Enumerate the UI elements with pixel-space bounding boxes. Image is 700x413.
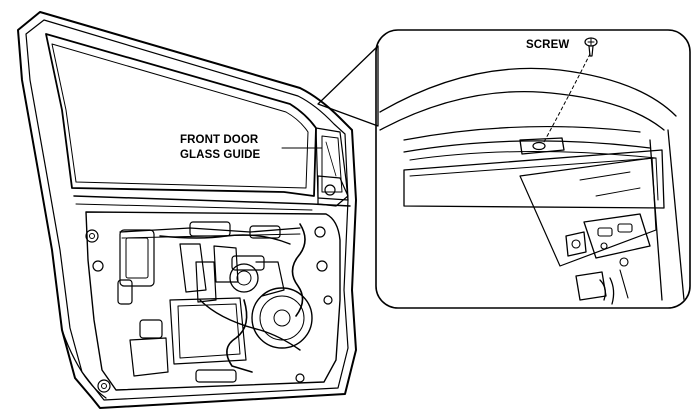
door-outer-frame (17, 11, 357, 409)
callout-wedge (317, 45, 379, 127)
door-outer-frame-inner (25, 19, 349, 401)
glass-guide-bracket (519, 137, 565, 155)
screw-icon (584, 37, 598, 57)
detail-callout (375, 29, 691, 309)
screw-leader-line (543, 53, 591, 143)
glass-guide-label-line2: GLASS GUIDE (180, 149, 261, 161)
mirror-mount-detail (583, 213, 651, 259)
regulator-motor (229, 255, 285, 297)
detail-frame (375, 29, 691, 309)
belt-line (73, 195, 351, 207)
mirror-mount (317, 175, 349, 207)
inner-panel (85, 211, 341, 391)
wiring-harness (159, 223, 306, 373)
service-holes (85, 226, 333, 393)
window-opening (45, 33, 317, 197)
window-regulator (119, 221, 313, 383)
glass-guide-label: FRONT DOOR GLASS GUIDE (180, 133, 260, 163)
window-opening-inner (51, 43, 309, 189)
glass-guide-label-line1: FRONT DOOR (180, 134, 259, 146)
glass-guide-channel (315, 127, 349, 201)
door-assembly (17, 11, 357, 409)
speaker (251, 287, 313, 349)
screw-label: SCREW (526, 39, 570, 51)
